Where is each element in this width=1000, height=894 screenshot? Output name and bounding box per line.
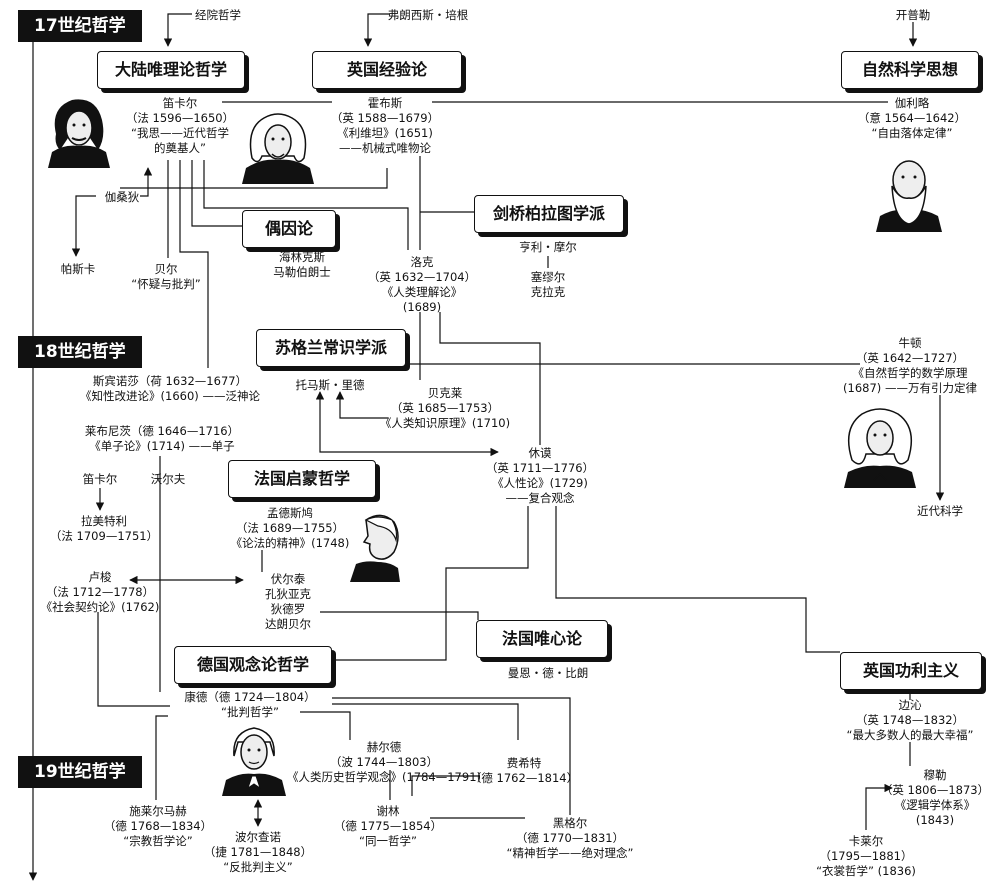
label-newton: 牛顿（英 1642—1727）《自然哲学的数学原理(1687) ——万有引力定律 <box>843 336 977 395</box>
label-reid: 托马斯・里德 <box>295 378 365 392</box>
label-lamettrie: 拉美特利（法 1709—1751） <box>49 514 159 543</box>
label-bolzano: 波尔查诺（捷 1781—1848）“反批判主义” <box>203 830 313 874</box>
label-hume: 休谟（英 1711—1776）《人性论》(1729)——复合观念 <box>485 446 595 505</box>
label-scholastic: 经院哲学 <box>195 8 241 22</box>
label-locke: 洛克（英 1632—1704）《人类理解论》(1689) <box>367 255 477 314</box>
box-french-idealism: 法国唯心论 <box>476 620 608 658</box>
label-rousseau: 卢梭（法 1712—1778）《社会契约论》(1762) <box>40 570 160 614</box>
pascal-arrow <box>71 195 96 257</box>
bacon-arrow <box>363 13 390 47</box>
box-natural-science: 自然科学思想 <box>841 51 979 89</box>
reid-hume-arrow <box>315 391 499 457</box>
box-german-idealism: 德国观念论哲学 <box>174 646 332 684</box>
descartes-portrait-icon <box>48 99 110 168</box>
label-gassendi: 伽桑狄 <box>104 190 140 204</box>
box-british-utilitarianism: 英国功利主义 <box>840 652 982 690</box>
label-maine-de-biran: 曼恩・德・比朗 <box>507 666 589 680</box>
box-british-empiricism: 英国经验论 <box>312 51 462 89</box>
label-descartes: 笛卡尔（法 1596—1650）“我思——近代哲学的奠基人” <box>125 96 235 155</box>
label-spinoza: 斯宾诺莎（荷 1632—1677）《知性改进论》(1660) ——泛神论 <box>80 374 260 403</box>
label-herder: 赫尔德（波 1744—1803）《人类历史哲学观念》(1784—1791) <box>286 740 482 784</box>
label-kant: 康德（德 1724—1804）“批判哲学” <box>184 690 316 719</box>
mill-carlyle-arrow <box>865 783 893 830</box>
label-modern-science: 近代科学 <box>917 504 963 518</box>
scholastic-arrow <box>163 13 192 47</box>
label-bayle: 贝尔“怀疑与批判” <box>131 262 201 291</box>
label-condillac: 笛卡尔 <box>82 472 118 486</box>
label-bacon: 弗朗西斯・培根 <box>387 8 469 22</box>
galileo-portrait-icon <box>876 160 942 232</box>
label-voltaire-group: 伏尔泰孔狄亚克狄德罗达朗贝尔 <box>265 572 311 631</box>
box-cambridge-platonists: 剑桥柏拉图学派 <box>474 195 624 233</box>
label-samuel-clarke: 塞缪尔克拉克 <box>530 270 566 299</box>
label-galileo: 伽利略（意 1564—1642）“自由落体定律” <box>857 96 967 140</box>
box-french-enlightenment: 法国启蒙哲学 <box>228 460 376 498</box>
label-kepler: 开普勒 <box>895 8 931 22</box>
label-schelling: 谢林（德 1775—1854）“同一哲学” <box>333 804 443 848</box>
label-leibniz: 莱布尼茨（德 1646—1716）《单子论》(1714) ——单子 <box>84 424 240 453</box>
box-occasionalism: 偶因论 <box>242 210 336 248</box>
kant-portrait-icon <box>222 727 286 796</box>
hobbes-portrait-icon <box>242 113 314 184</box>
era-19th-century: 19世纪哲学 <box>18 756 142 788</box>
montesquieu-portrait-icon <box>350 514 400 582</box>
era-18th-century: 18世纪哲学 <box>18 336 142 368</box>
label-henry-more: 亨利・摩尔 <box>519 240 577 254</box>
hobbes-gassendi-line <box>120 168 388 189</box>
label-carlyle: 卡莱尔（1795—1881）“衣裳哲学” (1836) <box>816 834 916 878</box>
label-schleiermacher: 施莱尔马赫（德 1768—1834）“宗教哲学论” <box>103 804 213 848</box>
label-montesquieu: 孟德斯鸠（法 1689—1755）《论法的精神》(1748) <box>230 506 350 550</box>
label-mill: 穆勒（英 1806—1873）《逻辑学体系》(1843) <box>880 768 990 827</box>
newton-portrait-icon <box>844 408 916 488</box>
label-geulincx-malebranche: 海林克斯马勒伯朗士 <box>273 250 331 279</box>
label-wolff: 沃尔夫 <box>150 472 186 486</box>
label-bentham: 边沁（英 1748—1832）“最大多数人的最大幸福” <box>846 698 974 742</box>
label-fichte: 费希特（德 1762—1814） <box>469 756 579 785</box>
label-pascal: 帕斯卡 <box>60 262 96 276</box>
gassendi-up-arrow <box>140 167 153 197</box>
label-berkeley: 贝克莱（英 1685—1753）《人类知识原理》(1710) <box>379 386 511 430</box>
box-continental-rationalism: 大陆唯理论哲学 <box>97 51 245 89</box>
era-17th-century: 17世纪哲学 <box>18 10 142 42</box>
box-scottish-common-sense: 苏格兰常识学派 <box>256 329 406 367</box>
label-hegel: 黑格尔（德 1770—1831）“精神哲学——绝对理念” <box>506 816 634 860</box>
label-hobbes: 霍布斯（英 1588—1679）《利维坦》(1651)——机械式唯物论 <box>330 96 440 155</box>
